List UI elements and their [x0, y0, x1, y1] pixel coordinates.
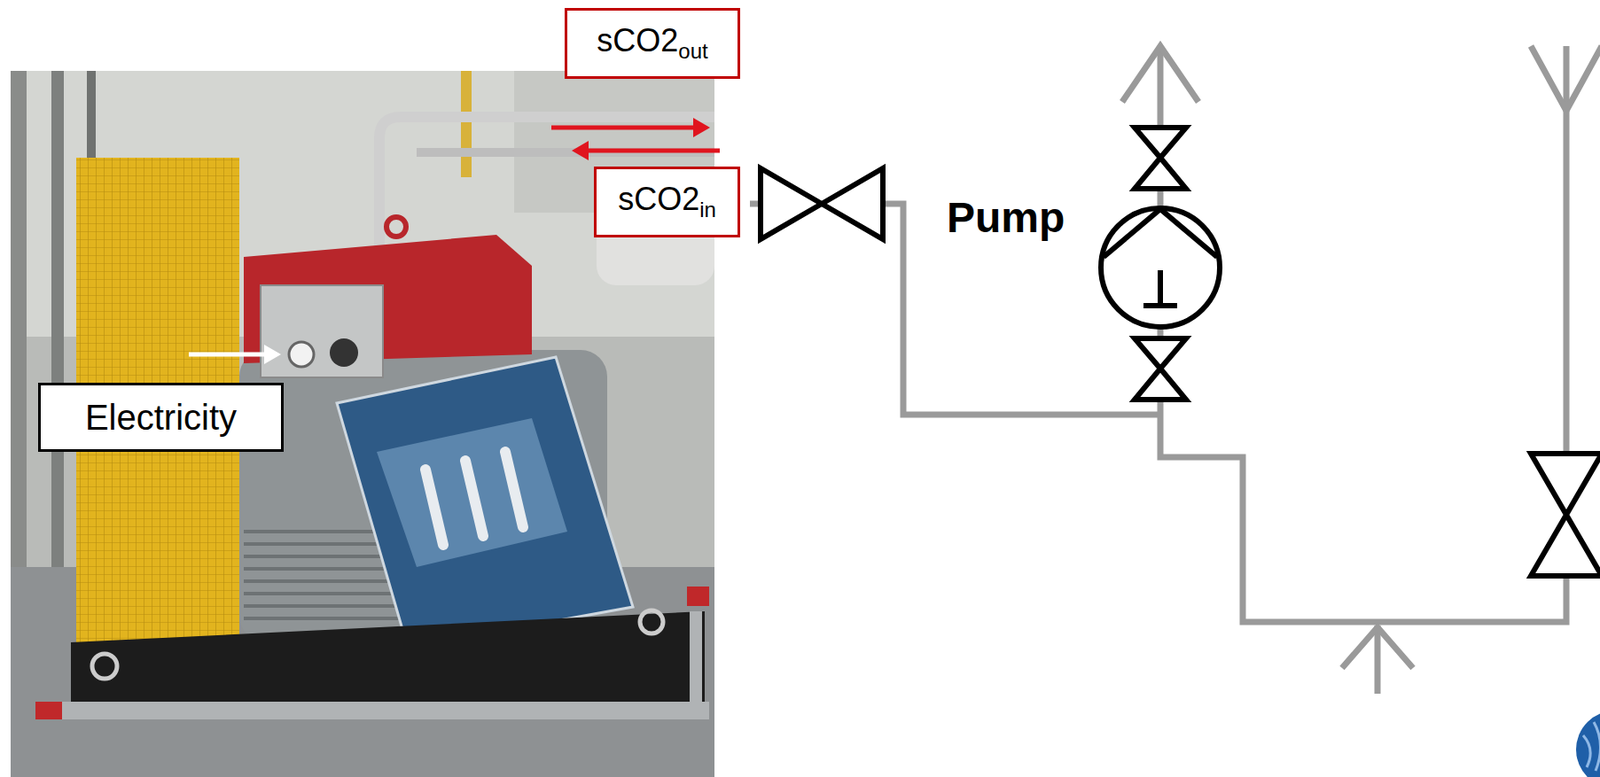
photo-cooler-grid — [76, 157, 240, 654]
text-line: Electricity — [85, 399, 237, 436]
power-arrow-line — [188, 352, 266, 358]
photo-cable-gland — [329, 338, 359, 367]
subscript-text: out — [678, 39, 708, 63]
photo-junction-box — [260, 285, 383, 378]
flow-chevron — [1122, 46, 1199, 102]
valve-symbol — [1530, 453, 1600, 577]
logo-disc — [1576, 710, 1600, 777]
photo-booklet-pumps — [425, 452, 523, 546]
flow-label-box: sCO2in — [593, 166, 741, 238]
valve-symbol — [1134, 338, 1187, 400]
photo-eyebolt — [92, 654, 118, 680]
valve-symbol — [760, 168, 883, 240]
photo-cooler — [76, 157, 240, 654]
logo — [1576, 710, 1600, 777]
subscript-text: in — [699, 197, 717, 222]
valve-symbol — [1134, 127, 1187, 189]
schematic-symbols — [760, 127, 1600, 577]
photo-base-rail — [689, 611, 703, 710]
pump-symbol-base — [1143, 270, 1178, 306]
photo-base-corner — [686, 586, 710, 607]
pipe — [1160, 399, 1567, 623]
flow-label-box: sCO2out — [564, 7, 741, 79]
text-line: sCO2in — [617, 183, 717, 221]
photo-base-frame — [70, 611, 705, 715]
inflow-arrow-head — [571, 140, 589, 161]
photo-base-corner — [35, 702, 63, 720]
photo-post — [51, 70, 64, 568]
box-text: sCO2 — [617, 180, 700, 218]
pipe-schematic — [749, 46, 1600, 695]
flow-chevron — [1530, 46, 1600, 111]
outflow-arrow-line — [551, 125, 697, 131]
flow-arrows — [188, 117, 720, 365]
outflow-arrow-head — [693, 117, 711, 138]
box-text: sCO2 — [596, 22, 679, 59]
inflow-arrow-line — [585, 148, 720, 154]
photo-post — [10, 70, 27, 603]
box-text: Electricity — [85, 398, 237, 438]
photo-base-rail — [53, 702, 710, 720]
pump-symbol — [1100, 208, 1220, 328]
photo-booklet-picture — [376, 418, 568, 568]
photo-eyebolt — [640, 610, 664, 634]
pipe — [1374, 625, 1382, 695]
logo-blades — [1583, 722, 1600, 772]
photo-post — [86, 70, 96, 169]
photo-booklet — [336, 357, 633, 648]
text-line: sCO2out — [596, 24, 708, 63]
photo-yellow-post — [460, 70, 472, 178]
pipe — [1157, 46, 1164, 128]
power-arrow-head — [264, 344, 281, 365]
flow-chevron — [1342, 627, 1413, 669]
photo-eyebolt — [386, 217, 406, 237]
callout-box: Electricity — [38, 382, 284, 453]
pipe — [1157, 188, 1164, 209]
pump-symbol-chevron — [1103, 209, 1218, 258]
component-label: Pump — [946, 196, 1065, 240]
photo-cable-gland — [288, 342, 314, 367]
